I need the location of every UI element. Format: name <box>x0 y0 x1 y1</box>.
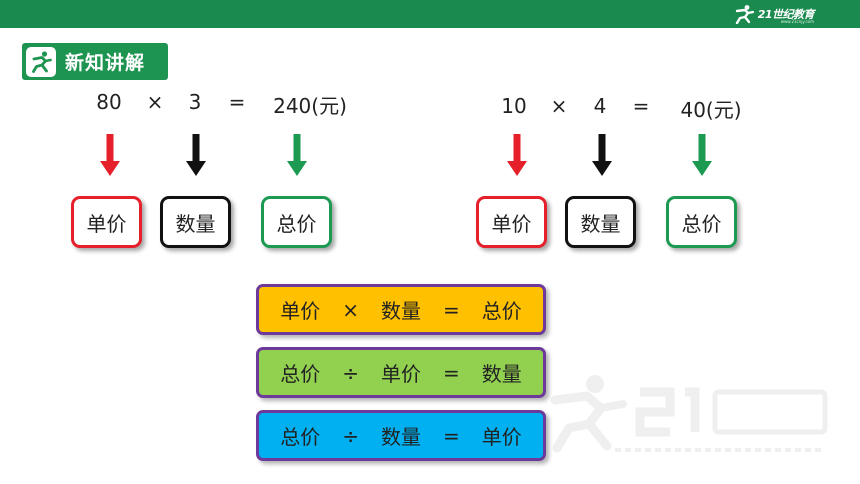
brand-text: 21世纪教育 <box>757 7 815 21</box>
formula-unit-price: 总价 ÷ 数量 = 单价 <box>256 410 546 461</box>
formula-term: 总价 <box>280 425 321 449</box>
left-quantity-value: 3 <box>188 90 202 114</box>
brand-logo: 21世纪教育 www.21cnjy.com <box>733 4 815 24</box>
section-tag: 新知讲解 <box>22 43 168 80</box>
formula-total-price: 单价 × 数量 = 总价 <box>256 284 546 335</box>
right-quantity-box: 数量 <box>565 196 636 248</box>
formula-result: 数量 <box>481 362 522 386</box>
right-total-value: 40(元) <box>680 98 742 122</box>
watermark-logo-icon <box>550 375 828 453</box>
arrow-down-icon <box>186 134 206 176</box>
top-bar: 21世纪教育 www.21cnjy.com <box>0 0 860 28</box>
section-title: 新知讲解 <box>65 52 146 74</box>
formula-term: 单价 <box>381 362 421 386</box>
runner-logo-icon <box>735 5 754 24</box>
formula-term: 数量 <box>381 299 421 323</box>
left-unit-price-value: 80 <box>96 90 122 114</box>
formula-result: 单价 <box>481 425 522 449</box>
right-total-price-box: 总价 <box>666 196 737 248</box>
left-total-value: 240(元) <box>273 94 347 118</box>
arrow-down-icon <box>592 134 612 176</box>
right-quantity-value: 4 <box>593 94 607 118</box>
left-unit-price-box: 单价 <box>71 196 142 248</box>
right-unit-price-box: 单价 <box>476 196 547 248</box>
arrow-down-icon <box>507 134 527 176</box>
left-multiply-sign: × <box>146 90 164 114</box>
arrow-down-icon <box>100 134 120 176</box>
formula-term: 总价 <box>280 362 321 386</box>
formula-equals: = <box>443 360 460 385</box>
right-equals-sign: = <box>632 94 650 118</box>
formula-result: 总价 <box>481 299 522 323</box>
formula-operator: ÷ <box>342 423 359 448</box>
formula-operator: × <box>342 297 359 322</box>
left-quantity-box: 数量 <box>160 196 231 248</box>
brand-url: www.21cnjy.com <box>780 19 814 24</box>
formula-quantity: 总价 ÷ 单价 = 数量 <box>256 347 546 398</box>
right-unit-price-value: 10 <box>501 94 527 118</box>
formula-equals: = <box>443 297 460 322</box>
formula-term: 单价 <box>280 299 321 323</box>
formula-operator: ÷ <box>342 360 359 385</box>
formula-term: 数量 <box>381 425 421 449</box>
arrow-down-icon <box>287 134 307 176</box>
left-total-price-box: 总价 <box>261 196 332 248</box>
runner-icon <box>26 46 56 77</box>
right-multiply-sign: × <box>550 94 568 118</box>
arrow-down-icon <box>692 134 712 176</box>
left-equals-sign: = <box>228 90 246 114</box>
formula-equals: = <box>443 423 460 448</box>
